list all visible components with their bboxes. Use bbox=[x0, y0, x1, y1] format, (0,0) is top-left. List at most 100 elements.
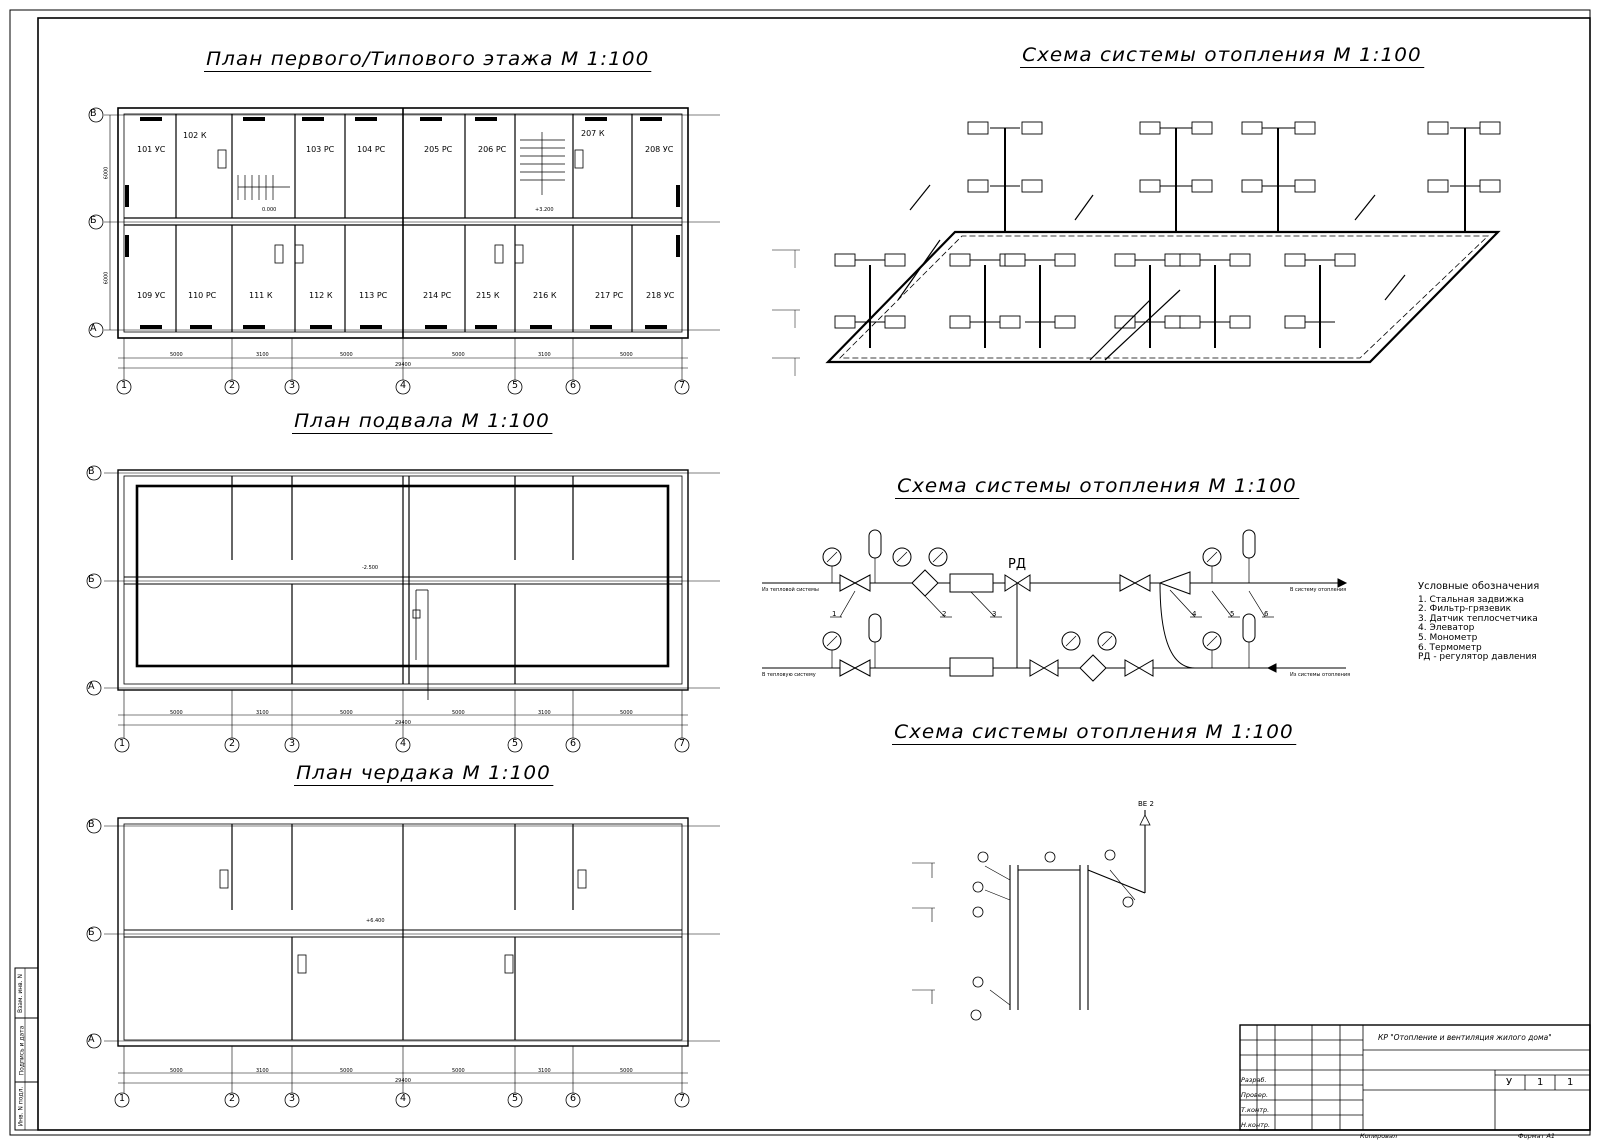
ventilation-scheme bbox=[912, 810, 1151, 1021]
dim-label: 3100 bbox=[256, 1068, 269, 1074]
axis-col-5-attic: 5 bbox=[512, 1093, 519, 1104]
axis-col-6-attic: 6 bbox=[570, 1093, 577, 1104]
room-label: 216 К bbox=[533, 291, 557, 300]
axis-col-2-attic: 2 bbox=[229, 1093, 236, 1104]
row-dim: 6000 bbox=[103, 166, 110, 180]
legend-item: 3. Датчик теплосчетчика bbox=[1418, 613, 1538, 624]
room-label: 206 РС bbox=[478, 145, 507, 154]
room-label: 215 К bbox=[476, 291, 500, 300]
axis-col-2-basement: 2 bbox=[229, 738, 236, 749]
dim-label: 5000 bbox=[170, 352, 183, 358]
axis-col-3-attic: 3 bbox=[289, 1093, 296, 1104]
room-label: 110 РС bbox=[188, 291, 217, 300]
callout-number: 4 bbox=[1192, 610, 1197, 618]
room-label: 101 УС bbox=[137, 145, 166, 154]
room-label: 207 К bbox=[581, 129, 605, 138]
axis-row-a-floor: А bbox=[90, 323, 97, 334]
room-label: 104 РС bbox=[357, 145, 386, 154]
side-stamp-label: Взам. инв. N bbox=[17, 974, 24, 1013]
axis-row-b-floor: Б bbox=[90, 215, 97, 226]
axis-col-4-basement: 4 bbox=[400, 738, 407, 749]
axis-col-7-floor: 7 bbox=[679, 380, 686, 391]
isometric-heating-scheme bbox=[772, 121, 1501, 376]
title-basement-plan: План подвала М 1:100 bbox=[292, 410, 552, 434]
axis-col-6-floor: 6 bbox=[570, 380, 577, 391]
legend-item: 1. Стальная задвижка bbox=[1418, 594, 1524, 605]
project-title: КР "Отопление и вентиляция жилого дома" bbox=[1378, 1033, 1552, 1042]
dim-label: 5000 bbox=[452, 352, 465, 358]
dim-label: 5000 bbox=[170, 710, 183, 716]
dim-label: 5000 bbox=[620, 1068, 633, 1074]
dim-label: 3100 bbox=[538, 352, 551, 358]
room-label: 111 К bbox=[249, 291, 273, 300]
dim-label: 3100 bbox=[538, 710, 551, 716]
dim-total: 29400 bbox=[395, 720, 411, 726]
from-network-label: Из тепловой системы bbox=[762, 587, 819, 593]
legend: Условные обозначения 1. Стальная задвижк… bbox=[1418, 582, 1539, 663]
dim-total: 29400 bbox=[395, 1078, 411, 1084]
axis-col-1-basement: 1 bbox=[119, 738, 126, 749]
room-label: 214 РС bbox=[423, 291, 452, 300]
dim-label: 5000 bbox=[340, 1068, 353, 1074]
pressure-regulator-label: РД bbox=[1008, 557, 1026, 572]
axis-row-v-basement: В bbox=[88, 466, 95, 477]
room-label: 208 УС bbox=[645, 145, 674, 154]
role-label: Н.контр. bbox=[1241, 1121, 1271, 1129]
copied-label: Копировал bbox=[1360, 1132, 1398, 1140]
axis-row-v-floor: В bbox=[90, 108, 97, 119]
callout-number: 5 bbox=[1230, 610, 1235, 618]
dim-label: 5000 bbox=[340, 352, 353, 358]
callout-number: 2 bbox=[942, 610, 947, 618]
role-label: Т.контр. bbox=[1241, 1106, 1270, 1114]
legend-item: 4. Элеватор bbox=[1418, 623, 1475, 634]
room-label: 112 К bbox=[309, 291, 333, 300]
room-label: 217 РС bbox=[595, 291, 624, 300]
basement-plan bbox=[86, 465, 720, 753]
callout-number: 3 bbox=[992, 610, 997, 618]
axis-col-3-basement: 3 bbox=[289, 738, 296, 749]
vent-riser-label: ВЕ 2 bbox=[1138, 800, 1154, 808]
title-attic-plan: План чердака М 1:100 bbox=[294, 762, 553, 786]
axis-col-3-floor: 3 bbox=[289, 380, 296, 391]
room-label: 102 К bbox=[183, 131, 207, 140]
axis-col-1-floor: 1 bbox=[121, 380, 128, 391]
axis-col-5-basement: 5 bbox=[512, 738, 519, 749]
floor-plan bbox=[88, 107, 720, 395]
room-label: 113 РС bbox=[359, 291, 388, 300]
legend-item: РД - регулятор давления bbox=[1418, 652, 1537, 663]
axis-col-2-floor: 2 bbox=[229, 380, 236, 391]
title-block bbox=[1239, 1024, 1591, 1131]
dim-total: 29400 bbox=[395, 362, 411, 368]
room-label: 109 УС bbox=[137, 291, 166, 300]
axis-row-b-basement: Б bbox=[88, 574, 95, 585]
level-mark: -2.500 bbox=[362, 565, 379, 571]
role-label: Провер. bbox=[1241, 1091, 1269, 1099]
level-mark: +6.400 bbox=[366, 918, 385, 924]
role-label: Разраб. bbox=[1241, 1076, 1267, 1084]
title-iso-scheme: Схема системы отопления М 1:100 bbox=[1020, 44, 1424, 68]
dim-label: 3100 bbox=[256, 710, 269, 716]
room-label: 218 УС bbox=[646, 291, 675, 300]
sheet-value: 1 bbox=[1537, 1077, 1544, 1088]
dim-label: 5000 bbox=[620, 710, 633, 716]
stage-value: У bbox=[1506, 1077, 1513, 1088]
to-network-label: В тепловую систему bbox=[762, 672, 816, 678]
axis-row-a-attic: А bbox=[88, 1034, 95, 1045]
axis-row-v-attic: В bbox=[88, 819, 95, 830]
legend-item: 6. Термометр bbox=[1418, 642, 1482, 653]
format-label: Формат А1 bbox=[1518, 1132, 1556, 1140]
axis-col-7-basement: 7 bbox=[679, 738, 686, 749]
level-mark: 0.000 bbox=[262, 207, 277, 213]
dim-label: 5000 bbox=[620, 352, 633, 358]
dim-label: 5000 bbox=[340, 710, 353, 716]
legend-item: 2. Фильтр-грязевик bbox=[1418, 604, 1512, 615]
callout-number: 6 bbox=[1264, 610, 1269, 618]
legend-title: Условные обозначения bbox=[1418, 581, 1540, 592]
dim-label: 5000 bbox=[452, 710, 465, 716]
room-label: 205 РС bbox=[424, 145, 453, 154]
dim-label: 3100 bbox=[256, 352, 269, 358]
dim-label: 3100 bbox=[538, 1068, 551, 1074]
room-label: 103 РС bbox=[306, 145, 335, 154]
title-floor-plan: План первого/Типового этажа М 1:100 bbox=[204, 48, 652, 72]
